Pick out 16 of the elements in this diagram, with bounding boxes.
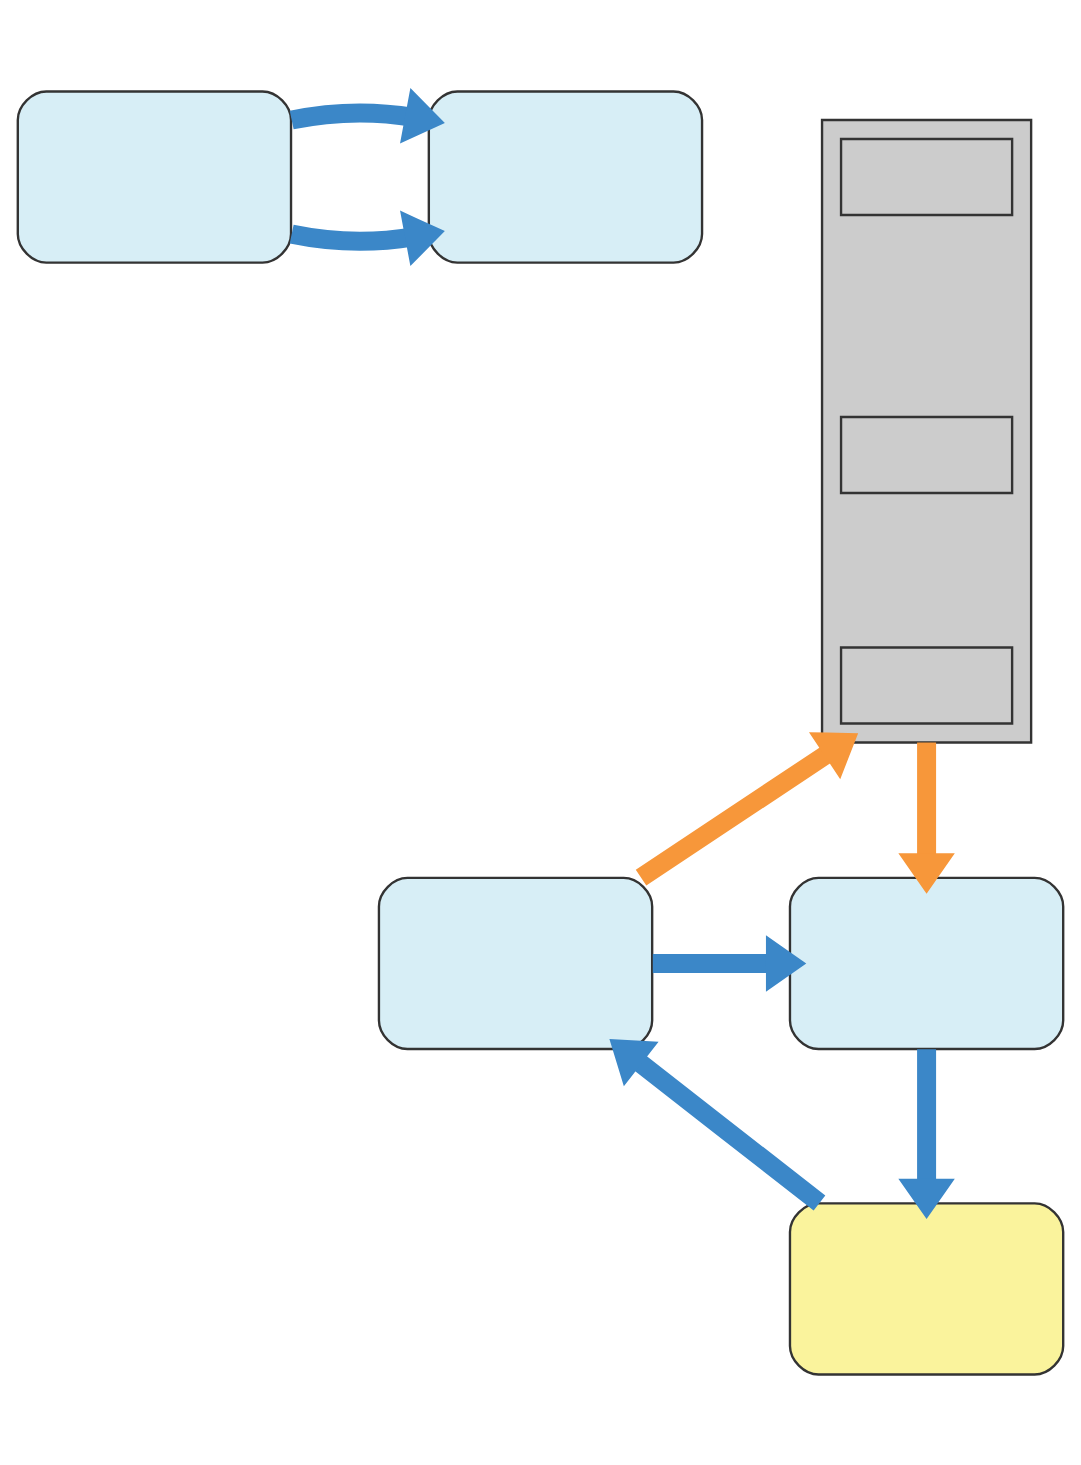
node-box [377,876,654,1050]
node-box [839,645,1014,725]
arrow [898,1048,955,1219]
arrow [898,742,955,894]
cluster [820,118,1033,744]
arrow [635,731,859,886]
arrow [652,934,807,992]
arrow [609,1038,826,1210]
arrow [289,87,445,143]
node-box [839,415,1014,494]
node-box [839,137,1014,216]
node-box [16,89,293,264]
node-box [788,876,1065,1050]
arrow [289,210,445,266]
node-box [427,89,704,264]
node-box [788,1201,1065,1376]
